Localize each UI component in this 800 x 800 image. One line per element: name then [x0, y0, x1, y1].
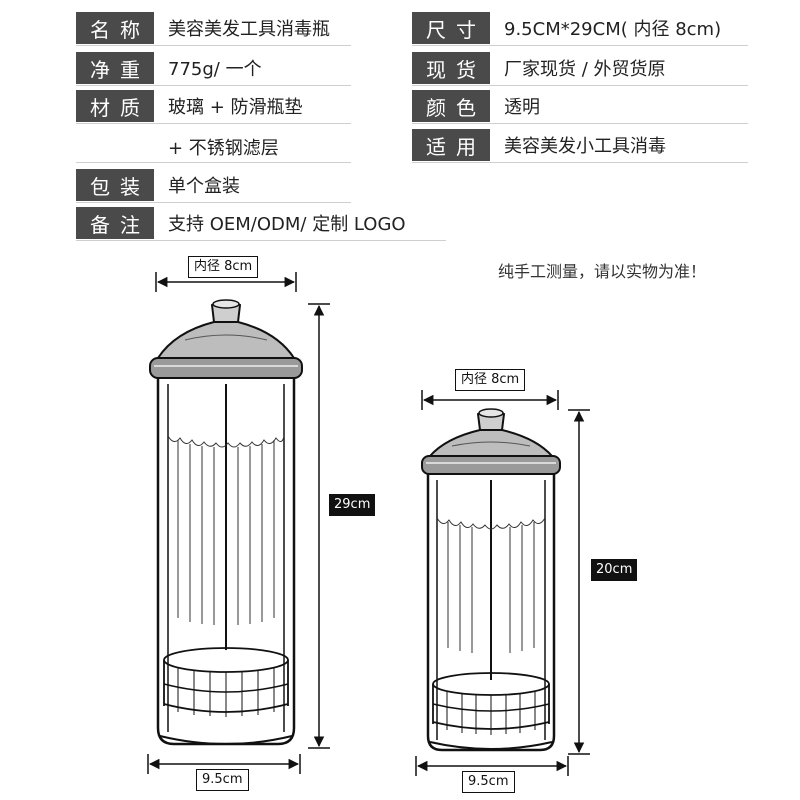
spec-key-color: 颜色: [412, 90, 490, 122]
divider-line: [76, 202, 351, 203]
small-jar: [421, 408, 561, 752]
spec-row-material: 材质 玻璃 + 防滑瓶垫: [76, 90, 303, 122]
divider-line: [76, 45, 351, 46]
spec-value-size: 9.5CM*29CM( 内径 8cm): [504, 19, 722, 40]
spec-key-weight: 净重: [76, 52, 154, 84]
spec-value-stock: 厂家现货 / 外贸货原: [504, 59, 666, 80]
spec-row-remarks: 备注 支持 OEM/ODM/ 定制 LOGO: [76, 207, 406, 239]
spec-row-name: 名称 美容美发工具消毒瓶: [76, 12, 330, 44]
small-jar-base-width-label: 9.5cm: [462, 771, 515, 793]
spec-key-name: 名称: [76, 12, 154, 44]
spec-row-color: 颜色 透明: [412, 90, 540, 122]
spec-key-usage: 适用: [412, 129, 490, 161]
divider-line: [412, 123, 748, 124]
large-jar-base-width-label: 9.5cm: [196, 769, 249, 791]
spec-value-remarks: 支持 OEM/ODM/ 定制 LOGO: [168, 214, 406, 235]
large-jar-dimensions: [147, 272, 330, 774]
large-jar-inner-diameter-label: 内径 8cm: [188, 256, 259, 278]
divider-line: [76, 240, 446, 241]
divider-line: [412, 45, 748, 46]
divider-line: [76, 162, 351, 163]
spec-key-size: 尺寸: [412, 12, 490, 44]
spec-value-material: 玻璃 + 防滑瓶垫: [168, 97, 303, 118]
small-jar-dimensions: [415, 390, 590, 776]
spec-key-material: 材质: [76, 90, 154, 122]
spec-key-remarks: 备注: [76, 207, 154, 239]
spec-value-usage: 美容美发小工具消毒: [504, 136, 666, 157]
spec-row-usage: 适用 美容美发小工具消毒: [412, 129, 666, 161]
spec-value-name: 美容美发工具消毒瓶: [168, 19, 330, 40]
divider-line: [76, 123, 351, 124]
spec-row-weight: 净重 775g/ 一个: [76, 52, 262, 84]
measurement-note: 纯手工测量，请以实物为准！: [498, 262, 707, 281]
spec-key-stock: 现货: [412, 52, 490, 84]
divider-line: [412, 85, 748, 86]
divider-line: [412, 162, 748, 163]
spec-row-stock: 现货 厂家现货 / 外贸货原: [412, 52, 666, 84]
spec-row-packaging: 包装 单个盒装: [76, 169, 240, 201]
large-jar-height-label: 29cm: [329, 494, 376, 516]
spec-key-packaging: 包装: [76, 169, 154, 201]
small-jar-height-label: 20cm: [591, 559, 638, 581]
spec-value-color: 透明: [504, 97, 540, 118]
spec-value-weight: 775g/ 一个: [168, 59, 262, 80]
spec-row-size: 尺寸 9.5CM*29CM( 内径 8cm): [412, 12, 721, 44]
spec-value-packaging: 单个盒装: [168, 176, 240, 197]
divider-line: [76, 85, 351, 86]
small-jar-inner-diameter-label: 内径 8cm: [455, 369, 526, 391]
spec-value-material-continuation: + 不锈钢滤层: [168, 138, 279, 159]
large-jar: [149, 299, 303, 746]
